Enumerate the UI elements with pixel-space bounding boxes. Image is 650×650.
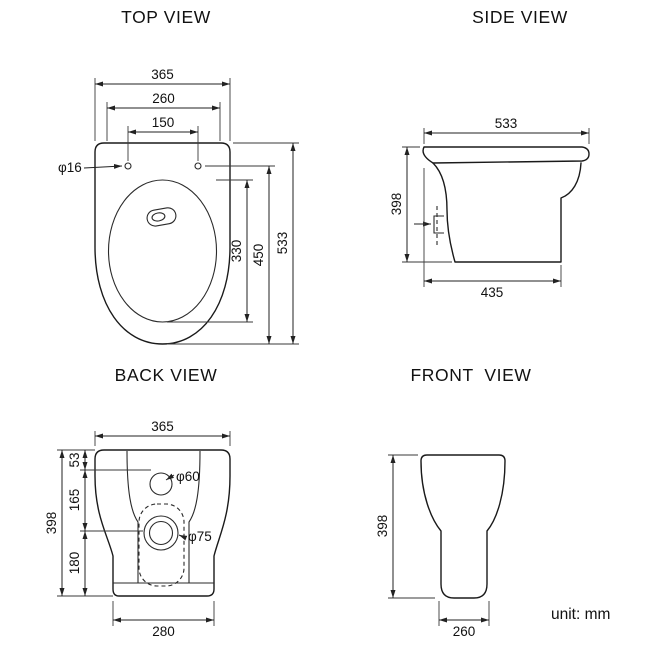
back-view-outlet-hole-outer bbox=[143, 515, 179, 551]
dim-label: φ60 bbox=[176, 469, 200, 484]
dim-side-overall-depth: 533 bbox=[423, 116, 590, 144]
dim-back-inlet-dia: φ60 bbox=[165, 469, 200, 484]
side-view-title: SIDE VIEW bbox=[472, 7, 568, 27]
dim-label: φ16 bbox=[58, 160, 82, 175]
top-view-hinge-hole-right bbox=[194, 162, 202, 170]
top-view-flush-detail bbox=[146, 207, 177, 227]
dim-label: 180 bbox=[67, 552, 82, 575]
back-view-body-outline bbox=[94, 449, 231, 597]
side-view-fixing-bracket bbox=[433, 215, 444, 234]
dim-label: φ75 bbox=[188, 529, 212, 544]
dim-back-base-width: 280 bbox=[112, 601, 215, 639]
dim-top-bowl-depth: 330 bbox=[167, 179, 253, 323]
dim-label: 398 bbox=[375, 515, 390, 538]
dim-side-height: 398 bbox=[389, 146, 452, 263]
dim-back-segments: 53 165 180 bbox=[57, 449, 151, 597]
back-view-inner-right bbox=[188, 450, 201, 583]
back-view-inner-left bbox=[126, 450, 139, 583]
front-view: 398 260 bbox=[375, 454, 506, 639]
dim-top-seat-width: 260 bbox=[106, 91, 221, 141]
dim-top-seat-depth: 450 bbox=[167, 165, 299, 345]
dim-label: 450 bbox=[251, 244, 266, 267]
dim-back-height: 398 bbox=[44, 450, 65, 596]
unit-label: unit: mm bbox=[551, 606, 611, 623]
front-view-body-outline bbox=[420, 454, 506, 599]
side-view-pan-outline bbox=[432, 162, 582, 263]
dim-label: 260 bbox=[453, 624, 476, 639]
dim-label: 365 bbox=[151, 67, 174, 82]
back-view-inlet-hole bbox=[149, 472, 173, 496]
dim-label: 435 bbox=[481, 285, 504, 300]
dim-label: 398 bbox=[44, 512, 59, 535]
dim-front-height: 398 bbox=[375, 454, 435, 599]
top-view-body-outline bbox=[94, 142, 231, 345]
dim-side-pan-depth: 435 bbox=[423, 168, 562, 300]
back-view-title: BACK VIEW bbox=[114, 365, 218, 385]
dim-label: 260 bbox=[152, 91, 175, 106]
dim-top-hinge-spacing: 150 bbox=[127, 115, 199, 161]
dim-label: 533 bbox=[495, 116, 518, 131]
dim-label: 365 bbox=[151, 419, 174, 434]
front-view-title: FRONT VIEW bbox=[410, 365, 532, 385]
top-view-title: TOP VIEW bbox=[121, 7, 211, 27]
back-view-outlet-hole-inner bbox=[148, 520, 174, 546]
dim-label: 533 bbox=[275, 232, 290, 255]
side-view-seat-outline bbox=[422, 146, 590, 164]
back-view: 365 53 165 180 398 bbox=[44, 419, 231, 639]
back-view-trapway-dashed bbox=[138, 503, 185, 587]
dim-label: 330 bbox=[229, 240, 244, 263]
dim-top-overall-depth: 533 bbox=[233, 142, 299, 344]
top-view: 365 260 150 φ16 bbox=[58, 67, 299, 345]
top-view-hinge-hole-left bbox=[124, 162, 132, 170]
dim-label: 150 bbox=[152, 115, 175, 130]
dim-top-overall-width: 365 bbox=[94, 67, 231, 141]
dim-label: 280 bbox=[152, 624, 175, 639]
dim-label: 398 bbox=[389, 193, 404, 216]
dim-label: 53 bbox=[67, 452, 82, 467]
dim-label: 165 bbox=[67, 489, 82, 512]
side-view: 533 398 435 bbox=[389, 116, 590, 300]
dim-back-outlet-dia: φ75 bbox=[178, 529, 212, 544]
top-view-bowl-opening bbox=[107, 179, 218, 323]
dim-back-overall-width: 365 bbox=[94, 419, 231, 446]
dim-front-base-width: 260 bbox=[438, 601, 490, 639]
dim-top-hinge-hole-dia: φ16 bbox=[58, 160, 123, 175]
